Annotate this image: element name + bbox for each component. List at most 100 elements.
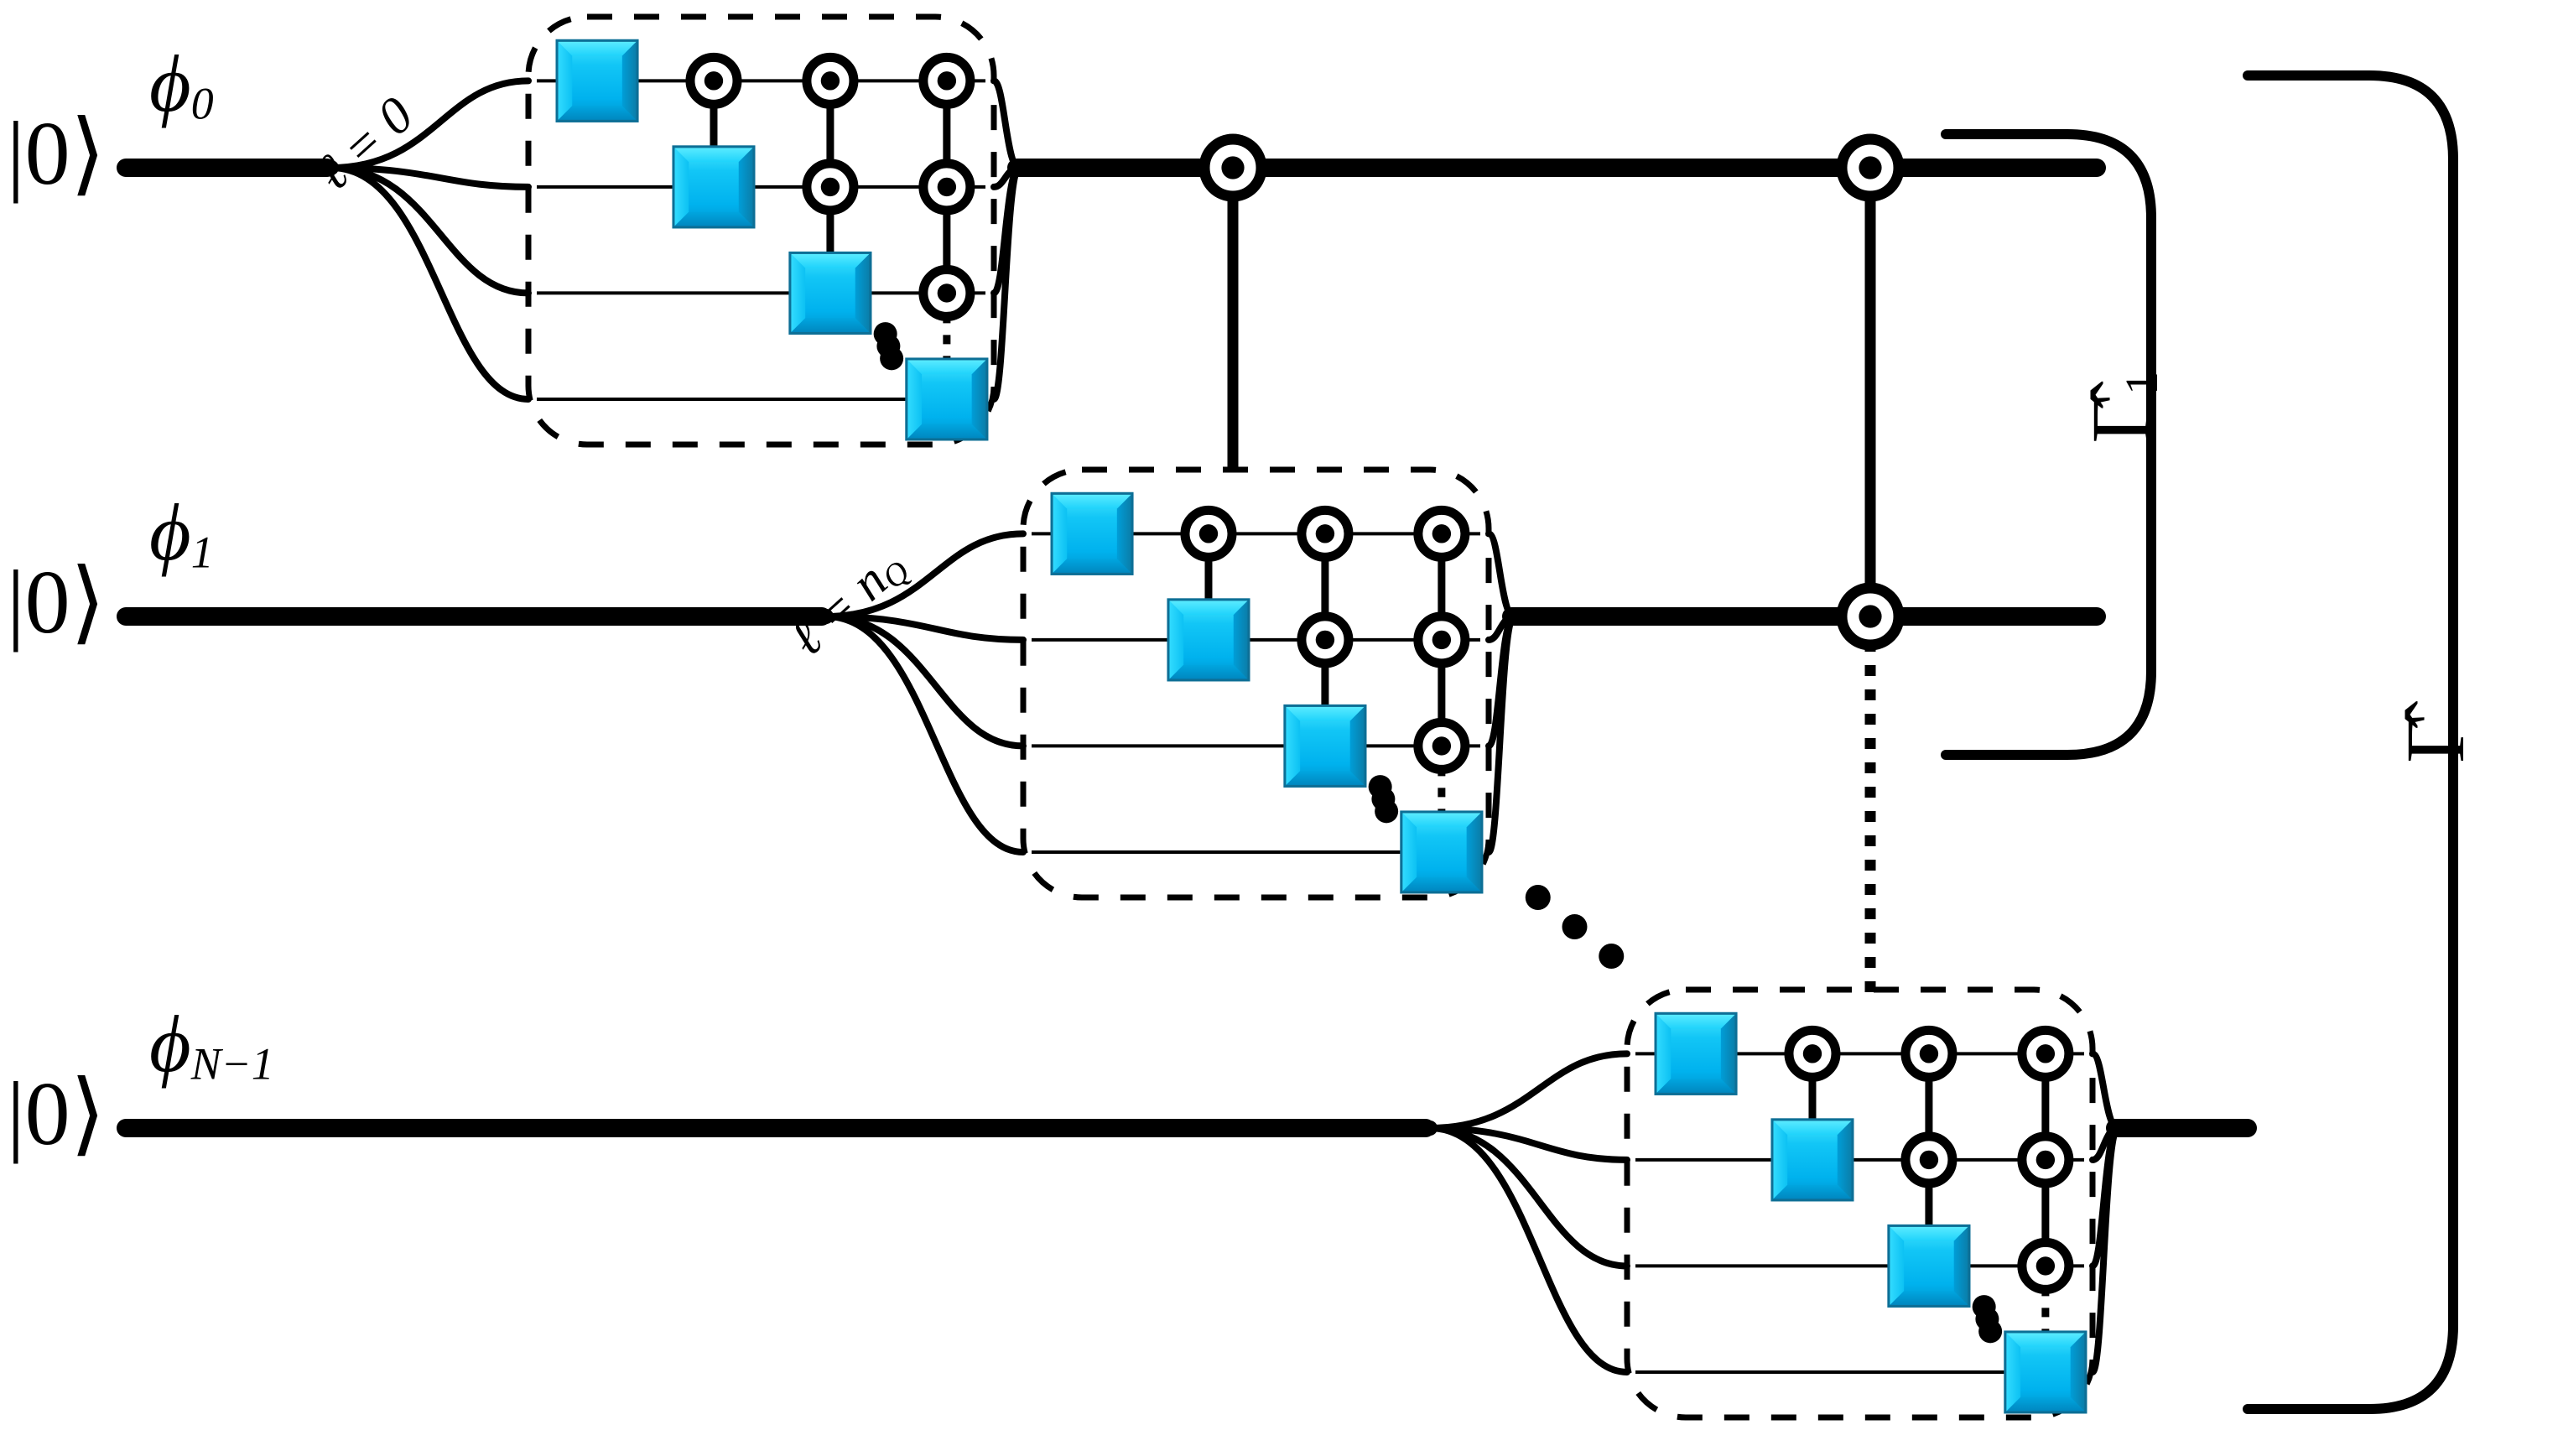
gate-bevel-top [906,358,987,375]
fanout-r2-block2-junction [1422,1121,1438,1136]
brace-gamma1 [1941,129,2156,760]
gate-bevel-left [789,252,806,334]
control-node-0[interactable] [1784,1025,1841,1082]
control-node-1[interactable] [802,52,859,109]
phi-subscript-r2: N−1 [190,1038,274,1089]
control-dot [820,177,840,197]
block-2 [1624,986,2096,1421]
gate-bevel-right [855,252,871,334]
gate-bevel-right [621,40,638,122]
gate-bevel-top [1771,1119,1853,1136]
gate-bevel-top [1401,811,1482,828]
fanin-r0-block0-strand-3 [990,164,1022,403]
control-node-4[interactable] [918,159,975,216]
main-control-node-2[interactable] [1836,582,1905,651]
control-node-3[interactable] [1297,611,1354,668]
fanout-r0-block0-junction [324,160,339,175]
gate-0-2 [788,251,872,335]
gate-outline [1283,704,1367,788]
control-dot [1859,156,1882,179]
fanout-r0-block0-strand-2 [328,164,532,297]
gate-outline [2004,1330,2087,1414]
control-dot [1315,630,1335,650]
gate-bevel-left [1656,1013,1672,1095]
ellipsis-dot-2 [1978,1319,2003,1344]
control-dot [1432,524,1452,543]
control-dot [1432,736,1452,756]
control-dot [1859,605,1882,628]
control-dot [937,283,957,303]
gate-bevel-top [1052,493,1133,509]
gate-bevel-right [1837,1119,1853,1200]
fanout-r2-block2-strand-1 [1427,1125,1630,1163]
gate-0-3 [905,357,989,441]
brace-label-gamma: Γ̂ [2389,680,2482,798]
control-node-4[interactable] [1413,611,1470,668]
wires-layer [117,77,2257,1375]
control-node-2[interactable] [918,52,975,109]
gate-1-1 [1167,598,1250,682]
gate-bevel-right [1116,493,1133,575]
control-dot [1432,630,1452,650]
gate-outline [555,39,639,122]
control-dot [1221,156,1245,179]
control-node-5[interactable] [1413,717,1470,774]
fanout-r1-block1-strand-1 [823,613,1027,643]
control-node-5[interactable] [2017,1237,2074,1294]
fanout-r2-block2-strand-2 [1427,1125,1630,1270]
control-dot [937,177,957,197]
phi-label-r2: ϕN−1 [149,1004,274,1087]
fanin-r0-block0-strand-0 [990,77,1022,171]
gate-2-0 [1654,1011,1738,1095]
gamma1-subscript: 1 [2115,372,2167,395]
control-node-1[interactable] [1297,505,1354,562]
ket-label-r2: |0⟩ [7,1064,106,1164]
gate-bevel-bottom [1167,664,1249,680]
gate-bevel-top [1656,1013,1737,1029]
control-node-1[interactable] [1900,1025,1957,1082]
gate-outline [1770,1118,1854,1202]
main-control-node-0[interactable] [1198,133,1267,202]
gate-bevel-bottom [1888,1291,1969,1307]
gate-outline [1654,1011,1738,1095]
brace-gamma [2243,70,2458,1414]
control-dot [2035,1044,2056,1063]
gate-bevel-left [1888,1225,1905,1307]
control-node-3[interactable] [1900,1131,1957,1188]
fanin-r1-block1-strand-3 [1485,613,1517,855]
gate-0-0 [555,39,639,122]
gate-2-3 [2004,1330,2087,1414]
inter-block-ellipsis-1-dot-0 [1525,885,1551,910]
control-dot [1919,1044,1939,1063]
phi-symbol-r2: ϕ [149,999,191,1089]
phi-subscript-r1: 1 [190,527,214,578]
gate-bevel-top [1284,705,1365,721]
gamma1-symbol: Γ̂ [2074,394,2168,444]
fanout-r1-block1-strand-0 [823,530,1027,620]
control-dot [2035,1256,2056,1276]
gate-bevel-bottom [1656,1079,1737,1095]
gate-bevel-bottom [789,318,871,334]
control-node-2[interactable] [2017,1025,2074,1082]
gate-bevel-left [1771,1119,1788,1200]
gate-bevel-bottom [1401,876,1482,892]
main-control-node-1[interactable] [1836,133,1905,202]
gate-outline [1400,810,1484,894]
fanout-r2-block2-strand-3 [1427,1125,1630,1375]
gate-outline [788,251,872,335]
control-node-4[interactable] [2017,1131,2074,1188]
control-node-2[interactable] [1413,505,1470,562]
control-node-3[interactable] [802,159,859,216]
control-node-5[interactable] [918,264,975,321]
fanout-r1-block1-strand-3 [823,613,1027,855]
gate-bevel-top [1167,599,1249,616]
fanin-r2-block2-strand-0 [2089,1050,2121,1131]
gate-bevel-left [906,358,923,439]
fanout-r2-block2-strand-0 [1427,1050,1630,1131]
phi-subscript-r0: 0 [190,78,214,129]
gate-bevel-left [673,146,689,227]
control-node-0[interactable] [1180,505,1237,562]
fanout-r1-block1-junction [819,609,834,624]
control-node-0[interactable] [685,52,742,109]
